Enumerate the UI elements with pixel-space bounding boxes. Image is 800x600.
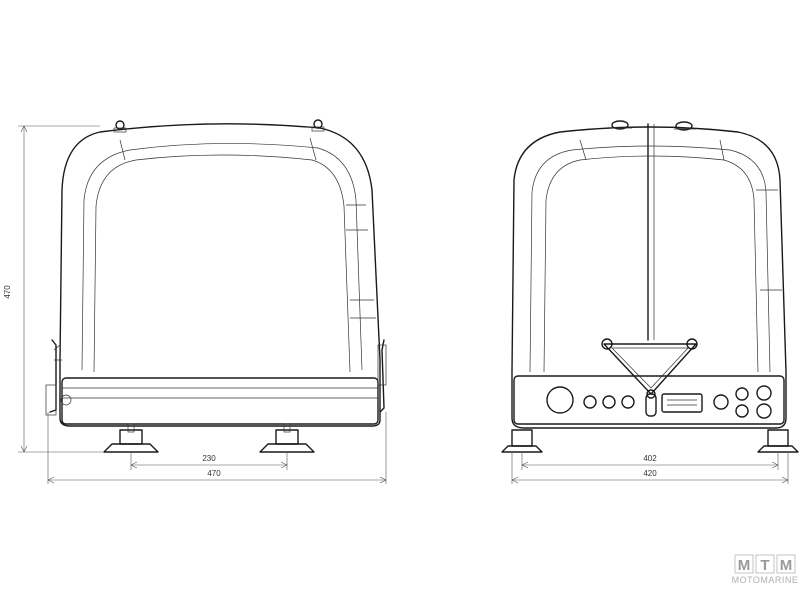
right-lifting-eye-1 bbox=[610, 120, 632, 130]
left-base-band bbox=[61, 377, 379, 425]
connector-port-6 bbox=[735, 404, 749, 418]
left-side-latch-left bbox=[45, 339, 72, 416]
right-view: 402 420 bbox=[501, 120, 799, 484]
connector-port-5 bbox=[735, 387, 749, 401]
right-mount-foot-1 bbox=[501, 429, 543, 453]
right-triangle-bracket bbox=[601, 338, 698, 399]
connector-port-2 bbox=[602, 395, 616, 409]
dim-right-inner-width: 402 bbox=[643, 454, 657, 463]
left-side-latch-right bbox=[377, 339, 387, 413]
right-connector-panel bbox=[546, 385, 772, 419]
dim-left-inner-width: 230 bbox=[202, 454, 216, 463]
logo-letter-3: M bbox=[780, 557, 793, 574]
left-inner-arch bbox=[81, 143, 363, 371]
connector-port-4 bbox=[713, 394, 729, 410]
right-base-band bbox=[513, 375, 785, 425]
motomarine-logo: M T M MOTOMARINE bbox=[732, 554, 799, 585]
connector-port-3 bbox=[621, 395, 635, 409]
left-mount-foot-1 bbox=[103, 423, 159, 453]
dim-left-height: 470 bbox=[3, 285, 12, 299]
left-lifting-eye-1 bbox=[113, 120, 127, 133]
right-outer-shell bbox=[511, 126, 787, 429]
logo-letter-1: M bbox=[738, 557, 751, 574]
connector-multipin bbox=[661, 393, 703, 413]
connector-fuse bbox=[645, 393, 657, 417]
left-outer-shell bbox=[59, 123, 381, 427]
connector-port-8 bbox=[756, 403, 772, 419]
right-lifting-eye-2 bbox=[674, 121, 696, 131]
connector-port-1 bbox=[583, 395, 597, 409]
right-inner-arch bbox=[529, 145, 771, 373]
left-view: 470 230 470 bbox=[3, 119, 387, 484]
logo-subtitle: MOTOMARINE bbox=[732, 575, 799, 585]
connector-port-7 bbox=[756, 385, 772, 401]
connector-large-left bbox=[546, 386, 574, 414]
right-mount-foot-2 bbox=[757, 429, 799, 453]
logo-letter-2: T bbox=[760, 557, 769, 574]
dim-right-outer-width: 420 bbox=[643, 469, 657, 478]
left-lifting-eye-2 bbox=[311, 119, 325, 132]
left-mount-foot-2 bbox=[259, 423, 315, 453]
dim-left-outer-width: 470 bbox=[207, 469, 221, 478]
